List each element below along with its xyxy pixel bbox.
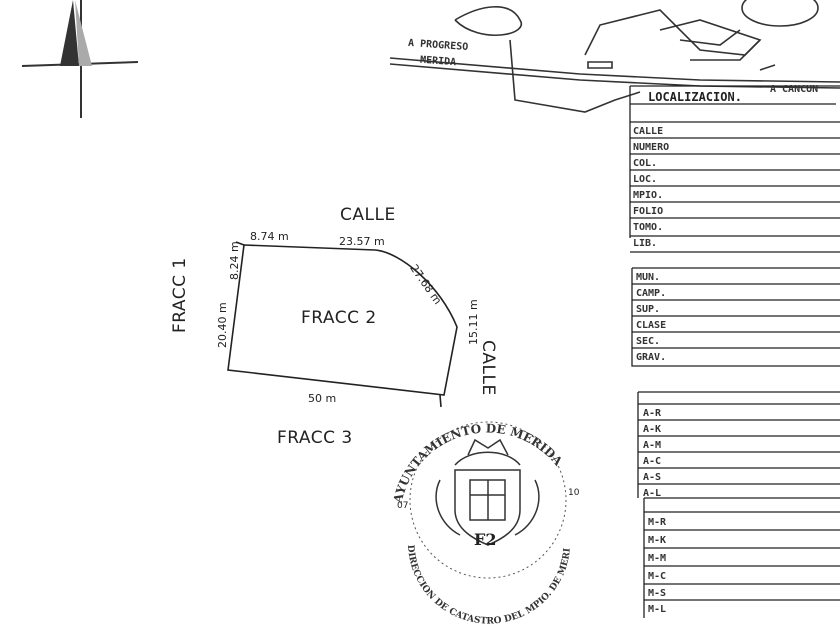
measure-top-left: 8.74 m [250, 230, 289, 243]
property-outline [227, 241, 458, 408]
table-label-grav: GRAV. [636, 352, 667, 363]
table-label-numero: NUMERO [633, 142, 670, 153]
location-map [389, 0, 840, 113]
table-label-a-k: A-K [643, 424, 662, 435]
street-label-right: CALLE [478, 340, 498, 396]
table-label-mun: MUN. [636, 272, 661, 283]
table-label-lib: LIB. [633, 238, 658, 249]
measure-left-top: 8.24 m [228, 241, 241, 280]
measure-right: 15.11 m [467, 299, 480, 345]
lot-label-fracc-2: FRACC 2 [301, 308, 377, 328]
table-label-calle: CALLE [633, 126, 664, 137]
table-label-a-m: A-M [643, 440, 662, 451]
table-label-camp: CAMP. [636, 288, 667, 299]
table-label-m-c: M-C [648, 571, 667, 582]
table-label-sup: SUP. [636, 304, 661, 315]
neighbor-label-fracc-3: FRACC 3 [277, 428, 353, 448]
measure-bottom: 50 m [308, 392, 337, 405]
table-label-clase: CLASE [636, 320, 667, 331]
coat-of-arms-icon [435, 438, 540, 546]
table-label-a-r: A-R [643, 408, 662, 419]
neighbor-label-fracc-1: FRACC 1 [170, 257, 190, 333]
table-label-folio: FOLIO [633, 206, 664, 217]
street-label-top: CALLE [340, 205, 396, 225]
measure-left: 20.40 m [216, 302, 229, 348]
seal-code: F2 [474, 530, 497, 549]
map-road-label-cancun: A CANCUN [770, 84, 819, 95]
table-label-sec: SEC. [636, 336, 661, 347]
table-label-a-s: A-S [643, 472, 662, 483]
seal-left-mark: 07 [397, 501, 409, 511]
table-label-a-l: A-L [643, 488, 662, 499]
table-label-a-c: A-C [643, 456, 662, 467]
table-label-tomo: TOMO. [633, 222, 664, 233]
table-label-m-l: M-L [648, 604, 667, 615]
table-label-m-s: M-S [648, 588, 667, 599]
north-arrow-icon [21, 0, 139, 118]
table-label-m-r: M-R [648, 517, 667, 528]
measure-top: 23.57 m [339, 235, 385, 248]
table-label-loc: LOC. [633, 174, 658, 185]
location-table-grid [629, 85, 840, 618]
table-label-m-m: M-M [648, 553, 667, 564]
table-label-m-k: M-K [648, 535, 667, 546]
table-label-mpio: MPIO. [633, 190, 664, 201]
location-table-title: LOCALIZACION. [648, 90, 742, 104]
seal-right-mark: 10 [568, 488, 580, 498]
table-label-col: COL. [633, 158, 658, 169]
